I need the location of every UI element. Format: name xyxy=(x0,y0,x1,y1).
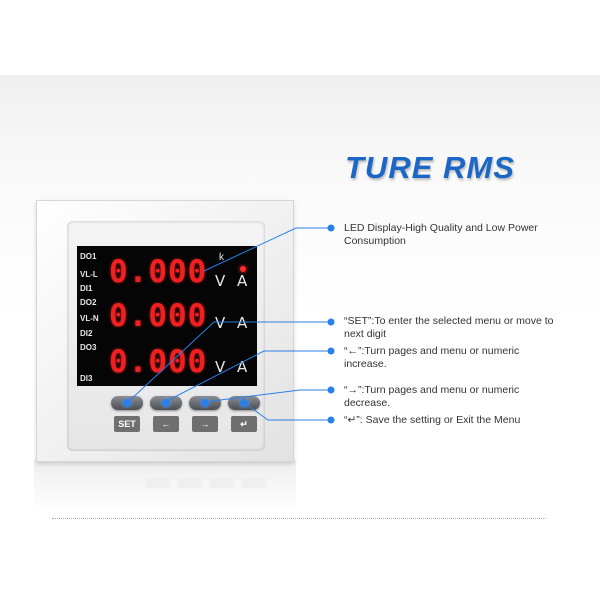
label-di2: DI2 xyxy=(80,329,93,338)
unit-v-row-3: V xyxy=(215,358,226,376)
unit-a-row-2: A xyxy=(237,314,248,332)
right-button[interactable] xyxy=(189,396,221,410)
reading-row-1: 0.000 xyxy=(109,254,208,290)
unit-v-row-2: V xyxy=(215,314,226,332)
unit-a-row-1: A xyxy=(237,272,248,290)
left-arrow-icon: ← xyxy=(153,416,179,432)
reading-row-2: 0.000 xyxy=(109,298,208,334)
enter-button[interactable] xyxy=(228,396,260,410)
left-button[interactable] xyxy=(150,396,182,410)
reflection-key xyxy=(242,478,266,488)
button-led-icon xyxy=(162,399,170,407)
label-do3: DO3 xyxy=(80,343,97,352)
label-do1: DO1 xyxy=(80,252,97,261)
reflection-key xyxy=(178,478,202,488)
button-led-icon xyxy=(201,399,209,407)
reflection-key xyxy=(146,478,170,488)
annotation-enter: “↵”: Save the setting or Exit the Menu xyxy=(344,414,521,426)
annotation-led-display: LED Display-High Quality and Low Power C… xyxy=(344,222,538,247)
label-do2: DO2 xyxy=(80,298,97,307)
unit-a-row-3: A xyxy=(237,358,248,376)
page-title: TURE RMS xyxy=(345,150,515,185)
k-prefix: k xyxy=(219,252,224,263)
label-vll: VL-L xyxy=(80,270,98,279)
unit-v-row-1: V xyxy=(215,272,226,290)
label-di1: DI1 xyxy=(80,284,93,293)
button-led-icon xyxy=(123,399,131,407)
label-di3: DI3 xyxy=(80,374,93,383)
dotted-divider xyxy=(52,518,546,519)
annotation-set: “SET”:To enter the selected menu or move… xyxy=(344,315,554,340)
set-key-label: SET xyxy=(114,416,140,432)
reading-row-3: 0.000 xyxy=(109,344,208,380)
led-screen: DO1 VL-L DI1 0.000 k V A DO2 VL-N DI2 0.… xyxy=(77,246,257,386)
label-vln: VL-N xyxy=(80,314,99,323)
enter-icon: ↵ xyxy=(231,416,257,432)
annotation-left: “←”:Turn pages and menu or numeric incre… xyxy=(344,345,520,370)
power-meter: DO1 VL-L DI1 0.000 k V A DO2 VL-N DI2 0.… xyxy=(36,200,294,462)
annotation-right: “→”:Turn pages and menu or numeric decre… xyxy=(344,384,520,409)
set-button[interactable] xyxy=(111,396,143,410)
right-arrow-icon: → xyxy=(192,416,218,432)
reflection-key xyxy=(210,478,234,488)
button-led-icon xyxy=(240,399,248,407)
